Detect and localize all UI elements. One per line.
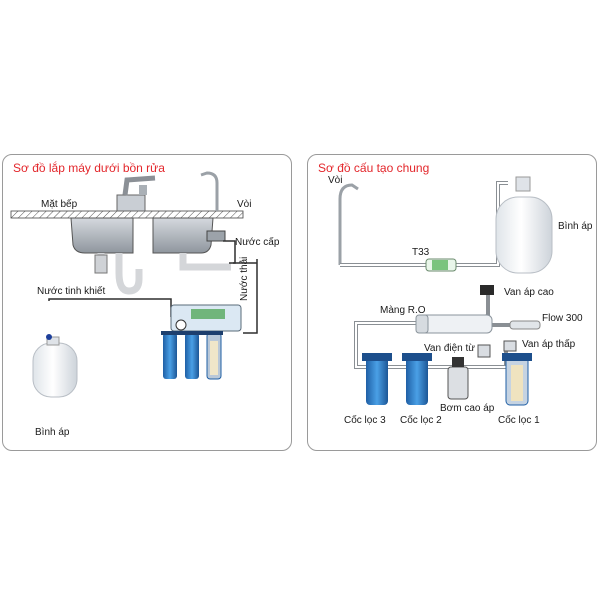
- high-pressure-valve: [480, 285, 494, 295]
- t33-filter: [425, 258, 457, 272]
- pure-water-label: Nước tinh khiết: [37, 286, 106, 297]
- tank-label: Bình áp: [558, 221, 593, 232]
- faucet-label: Vòi: [237, 199, 252, 210]
- sink-faucet: [116, 175, 156, 212]
- low-pressure-valve: [503, 340, 517, 352]
- filter-3: [362, 353, 392, 405]
- flow-label: Flow 300: [542, 313, 583, 324]
- panel-title: Sơ đồ cấu tạo chung: [318, 161, 430, 175]
- flow-restrictor: [509, 320, 541, 330]
- filter-2: [402, 353, 432, 405]
- structure-diagram: [338, 176, 553, 406]
- sink-basin: [70, 217, 214, 254]
- low-pressure-valve-label: Van áp thấp: [522, 339, 576, 350]
- filter-2-label: Cốc lọc 2: [400, 415, 442, 426]
- filter-3-label: Cốc lọc 3: [344, 415, 386, 426]
- panel-title: Sơ đồ lắp máy dưới bồn rửa: [13, 161, 165, 175]
- waste-line: [243, 259, 258, 334]
- countertop: [10, 210, 244, 219]
- installation-diagram-panel: Sơ đồ lắp máy dưới bồn rửa: [2, 154, 292, 451]
- drain-pipe: [97, 253, 231, 295]
- waste-water-label: Nước thải: [239, 256, 250, 301]
- solenoid-valve: [477, 344, 491, 358]
- pump: [447, 357, 469, 400]
- ro-faucet: [338, 183, 359, 265]
- pressure-tank: [32, 334, 78, 398]
- tubing: [340, 181, 524, 369]
- structure-diagram-panel: Sơ đồ cấu tạo chung: [307, 154, 597, 451]
- installation-diagram: [10, 171, 258, 398]
- high-pressure-valve-label: Van áp cao: [504, 287, 554, 298]
- countertop-label: Mặt bếp: [41, 199, 78, 210]
- pressure-tank: [495, 176, 553, 274]
- ro-unit: [161, 304, 242, 380]
- filter-1: [502, 353, 532, 406]
- pure-water-line: [48, 298, 172, 317]
- faucet-label: Vòi: [328, 175, 343, 186]
- ro-membrane-label: Màng R.O: [380, 305, 426, 316]
- tank-label: Bình áp: [35, 427, 70, 438]
- t33-label: T33: [412, 247, 430, 258]
- feed-valve: [206, 230, 226, 242]
- water-supply-label: Nước cấp: [235, 237, 280, 248]
- solenoid-valve-label: Van điện từ: [424, 343, 475, 354]
- ro-faucet: [200, 171, 219, 211]
- ro-membrane: [415, 314, 493, 334]
- filter-1-label: Cốc lọc 1: [498, 415, 540, 426]
- supply-line: [223, 240, 236, 264]
- pump-label: Bơm cao áp: [440, 403, 495, 414]
